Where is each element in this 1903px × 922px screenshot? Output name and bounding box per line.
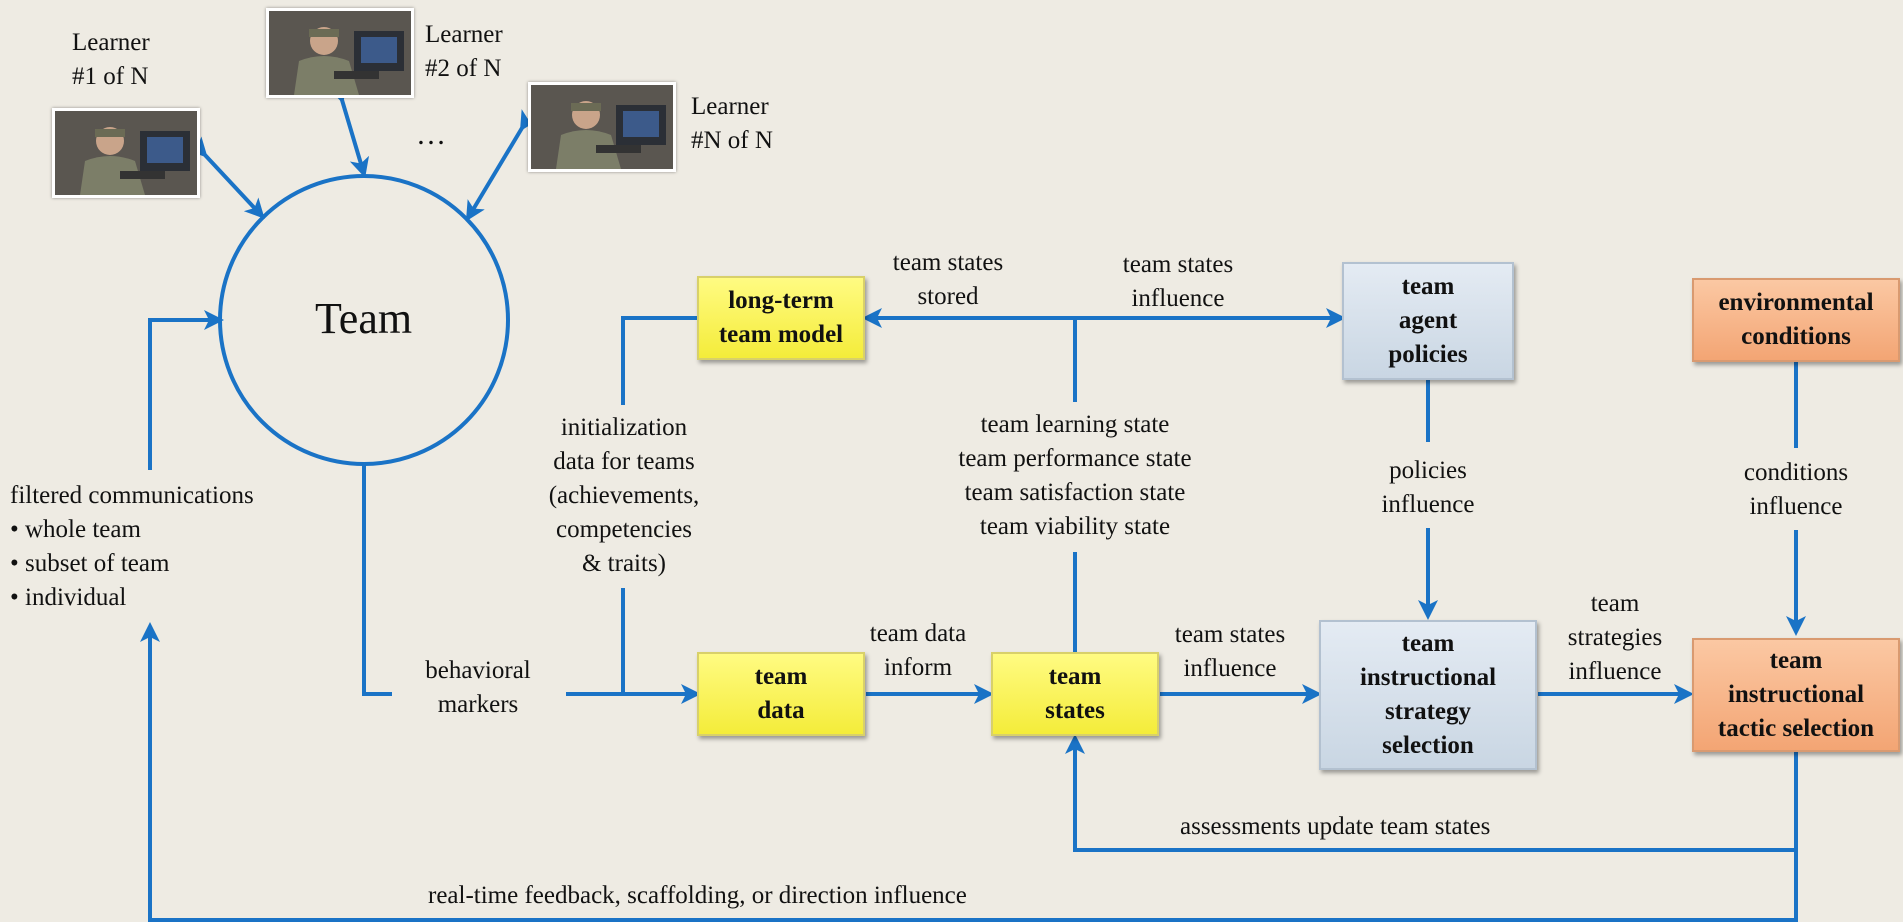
team-circle-label: Team (315, 294, 413, 343)
soldier-photo-icon (55, 111, 197, 195)
learner-photo-2 (266, 8, 414, 98)
box-line: team (1401, 630, 1455, 657)
label-line: data for teams (553, 448, 695, 475)
filtered-item: • individual (10, 584, 127, 611)
strategy-selection-box: team instructional strategy selection (1319, 620, 1537, 770)
label-line: behavioral (425, 657, 531, 684)
box-line: agent (1398, 307, 1458, 334)
box-line: team (754, 663, 808, 690)
realtime-feedback-label: real-time feedback, scaffolding, or dire… (428, 882, 967, 909)
arrow-realtime-feedback (140, 622, 1798, 922)
box-line: policies (1388, 341, 1468, 368)
initialization-label: initialization data for teams (achieveme… (529, 411, 719, 581)
box-line: states (1045, 697, 1105, 724)
team-states-influence-top-label: team states influence (1108, 248, 1248, 316)
filtered-item: • whole team (10, 516, 141, 543)
box-line: conditions (1741, 323, 1851, 350)
filtered-communications: filtered communications • whole team • s… (10, 479, 254, 615)
team-agent-policies-box: team agent policies (1342, 262, 1514, 380)
label-line: influence (1183, 655, 1277, 682)
long-term-team-model-box: long-term team model (697, 276, 865, 360)
behavioral-markers-label: behavioral markers (408, 654, 548, 722)
box-line: tactic selection (1717, 715, 1875, 742)
box-line: environmental (1718, 289, 1874, 316)
label-line: competencies (555, 516, 693, 543)
label-line: influence (1749, 493, 1843, 520)
label-line: (achievements, (548, 482, 700, 509)
box-line: long-term (728, 287, 834, 314)
learner-N-line1: Learner (691, 93, 769, 120)
label-line: team data (869, 620, 967, 647)
arrow-filtered-to-team (148, 310, 224, 470)
policies-influence-label: policies influence (1358, 454, 1498, 522)
soldier-photo-icon (269, 11, 411, 95)
arrow-assessments (1065, 734, 1798, 852)
label-line: team states (892, 249, 1004, 276)
learner-1-line2: #1 of N (72, 63, 149, 90)
learner-N-line2: #N of N (691, 127, 773, 154)
learner-2-line1: Learner (425, 21, 503, 48)
box-line: instructional (1727, 681, 1865, 708)
box-line: team (1401, 273, 1455, 300)
learner-2-label: Learner #2 of N (425, 18, 503, 86)
label-line: markers (437, 691, 519, 718)
label-line: inform (883, 654, 953, 681)
label-line: team satisfaction state (964, 479, 1186, 506)
box-line: selection (1382, 732, 1474, 759)
label-line: strategies (1567, 624, 1663, 651)
arrow-init-from-model (621, 316, 697, 405)
learner-photo-1 (52, 108, 200, 198)
label-line: team learning state (980, 411, 1170, 438)
learner-N-label: Learner #N of N (691, 90, 773, 158)
team-state-list: team learning state team performance sta… (935, 408, 1215, 544)
box-line: instructional (1359, 664, 1497, 691)
team-strategies-influence-label: team strategies influence (1545, 587, 1685, 689)
arrow-learnerN (465, 109, 539, 222)
box-line: strategy (1384, 698, 1472, 725)
label-line: team states (1174, 621, 1286, 648)
label-line: policies (1389, 457, 1467, 484)
label-line: influence (1568, 658, 1662, 685)
label-line: team states (1122, 251, 1234, 278)
arrow-learner1 (186, 136, 265, 219)
learner-photo-N (528, 82, 676, 172)
filtered-item: • subset of team (10, 550, 170, 577)
label-line: influence (1381, 491, 1475, 518)
arrow-circle-to-markers (362, 464, 392, 696)
team-data-inform-label: team data inform (848, 617, 988, 685)
conditions-influence-label: conditions influence (1726, 456, 1866, 524)
label-line: & traits) (581, 550, 666, 577)
filtered-title: filtered communications (10, 482, 254, 509)
label-line: stored (917, 283, 979, 310)
team-states-stored-label: team states stored (878, 246, 1018, 314)
team-states-box: team states (991, 652, 1159, 736)
tactic-selection-box: team instructional tactic selection (1692, 638, 1900, 752)
arrow-learner2 (327, 81, 370, 178)
label-line: influence (1131, 285, 1225, 312)
assessments-label: assessments update team states (1180, 813, 1491, 840)
box-line: team (1769, 647, 1823, 674)
ellipsis: … (416, 118, 446, 151)
box-line: team model (718, 321, 844, 348)
soldier-photo-icon (531, 85, 673, 169)
box-line: data (757, 697, 805, 724)
learner-1-line1: Learner (72, 29, 150, 56)
environmental-conditions-box: environmental conditions (1692, 278, 1900, 362)
team-data-box: team data (697, 652, 865, 736)
learner-2-line2: #2 of N (425, 55, 502, 82)
label-line: team performance state (958, 445, 1192, 472)
label-line: initialization (560, 414, 688, 441)
box-line: team (1048, 663, 1102, 690)
learner-1-label: Learner #1 of N (72, 26, 150, 94)
label-line: conditions (1743, 459, 1849, 486)
team-states-influence-bottom-label: team states influence (1160, 618, 1300, 686)
label-line: team (1590, 590, 1640, 617)
label-line: team viability state (979, 513, 1171, 540)
